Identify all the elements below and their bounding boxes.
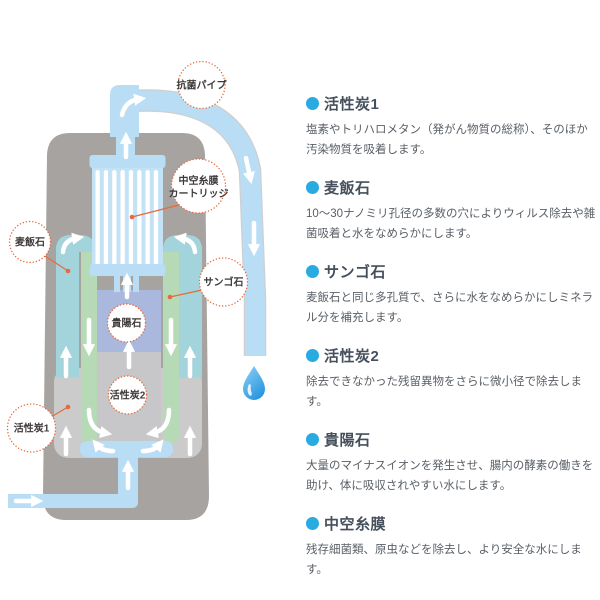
blue-bullet-icon	[306, 265, 319, 278]
section-description: 大量のマイナスイオンを発生させ、腸内の酵素の働きを助け、体に吸収されやすい水にし…	[306, 460, 594, 492]
cartridge-stripe-area	[92, 160, 163, 272]
label-coral-stone: サンゴ石	[204, 276, 244, 289]
section-coral-stone: サンゴ石 麦飯石と同じ多孔質で、さらに水をなめらかにしミネラル分を補充します。	[306, 261, 598, 328]
section-title: サンゴ石	[324, 264, 387, 281]
cartridge-cap-top	[89, 155, 166, 168]
droplet-highlight	[247, 384, 252, 396]
maifan-column-right	[179, 246, 202, 378]
callout-antibacterial-pipe	[177, 60, 226, 110]
section-title: 中空糸膜	[324, 516, 387, 533]
section-activated-carbon2: 活性炭2 除去できなかった残留異物をさらに微小径で除去します。	[306, 345, 598, 412]
label-activated-carbon1: 活性炭1	[14, 422, 50, 435]
section-description: 10～30ナノミリ孔径の多数の穴によりウィルス除去や雑菌吸着と水をなめらかにしま…	[306, 208, 596, 240]
section-heading: サンゴ石	[306, 261, 598, 282]
label-hollow-fiber-1: 中空糸膜	[179, 174, 219, 187]
callout-hollow-fiber	[170, 158, 227, 214]
section-title: 活性炭1	[324, 96, 380, 113]
blue-bullet-icon	[306, 349, 319, 362]
blue-bullet-icon	[306, 97, 319, 110]
section-kiyo-stone: 貴陽石 大量のマイナスイオンを発生させ、腸内の酵素の働きを助け、体に吸収されやす…	[306, 429, 598, 496]
callout-coral-stone	[198, 257, 249, 307]
section-heading: 麦飯石	[306, 177, 598, 198]
callout-leaders	[44, 204, 203, 418]
label-activated-carbon2: 活性炭2	[110, 389, 146, 402]
description-panel: 活性炭1 塩素やトリハロメタン（発がん物質の総称）、そのほか汚染物質を吸着します…	[306, 93, 598, 597]
section-maifan-stone: 麦飯石 10～30ナノミリ孔径の多数の穴によりウィルス除去や雑菌吸着と水をなめら…	[306, 177, 598, 244]
section-description: 麦飯石と同じ多孔質で、さらに水をなめらかにしミネラル分を補充します。	[306, 292, 594, 324]
label-hollow-fiber-2: カートリッジ	[169, 188, 229, 200]
section-activated-carbon1: 活性炭1 塩素やトリハロメタン（発がん物質の総称）、そのほか汚染物質を吸着します…	[306, 93, 598, 160]
callout-circles	[6, 60, 249, 453]
callout-activated-carbon1	[6, 403, 57, 453]
label-kiyo-stone: 貴陽石	[112, 317, 142, 330]
callout-maifan-stone	[8, 220, 52, 264]
blue-bullet-icon	[306, 517, 319, 530]
maifan-column-left	[56, 246, 79, 378]
callout-kiyo-stone	[106, 303, 147, 343]
flow-arrows	[13, 93, 261, 508]
section-title: 貴陽石	[324, 432, 371, 449]
section-heading: 活性炭2	[306, 345, 598, 366]
blue-bullet-icon	[306, 433, 319, 446]
section-description: 残存細菌類、原虫などを除去し、より安全な水にします。	[306, 544, 582, 576]
water-droplet-icon	[243, 366, 265, 400]
blue-bullet-icon	[306, 181, 319, 194]
section-heading: 中空糸膜	[306, 513, 598, 534]
section-description: 塩素やトリハロメタン（発がん物質の総称）、そのほか汚染物質を吸着します。	[306, 124, 588, 156]
section-heading: 貴陽石	[306, 429, 598, 450]
cartridge-cap-bottom	[89, 264, 166, 276]
filter-cutaway-diagram: 抗菌パイプ 中空糸膜 カートリッジ 麦飯石 サンゴ石 貴陽石 活性炭2 活性炭1	[6, 60, 267, 520]
label-antibacterial-pipe: 抗菌パイプ	[177, 79, 228, 92]
section-hollow-fiber: 中空糸膜 残存細菌類、原虫などを除去し、より安全な水にします。	[306, 513, 598, 580]
callout-activated-carbon2	[107, 375, 148, 415]
section-heading: 活性炭1	[306, 93, 598, 114]
section-title: 活性炭2	[324, 348, 380, 365]
cartridge-fibers	[95, 170, 159, 266]
section-title: 麦飯石	[324, 180, 371, 197]
section-description: 除去できなかった残留異物をさらに微小径で除去します。	[306, 376, 582, 408]
label-maifan-stone: 麦飯石	[15, 236, 45, 249]
